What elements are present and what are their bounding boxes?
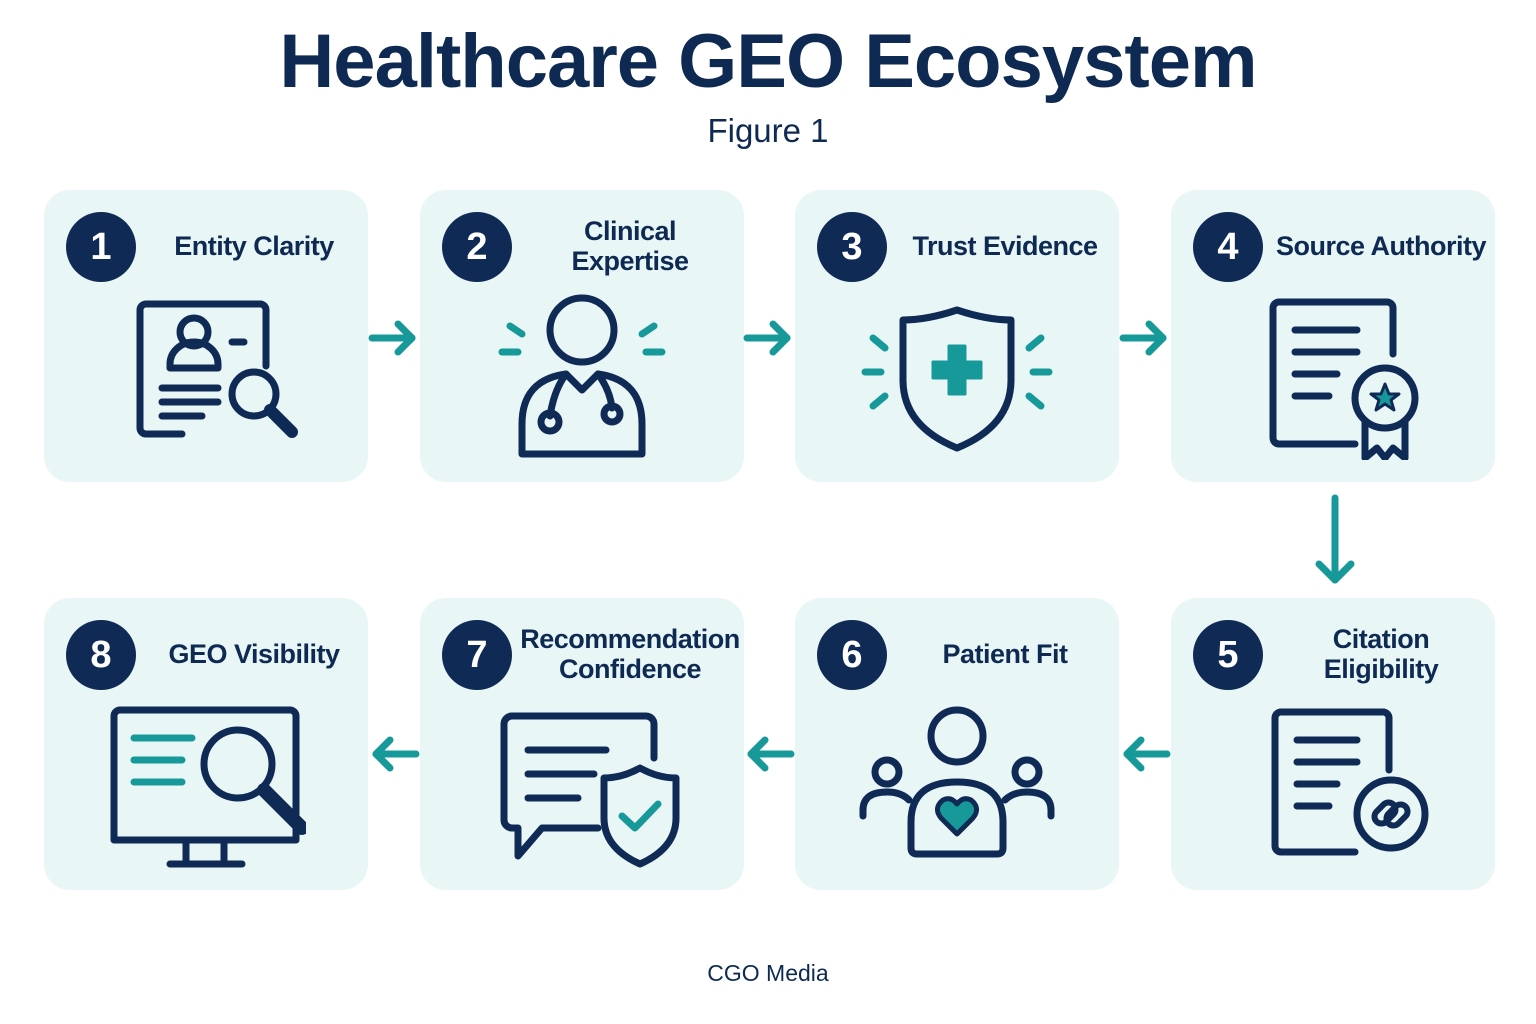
step-number-badge: 2 [442,212,512,282]
step-card-patient-fit: 6 Patient Fit [795,598,1119,890]
step-card-source-authority: 4 Source Authority [1171,190,1495,482]
step-label: Source Authority [1275,231,1487,262]
step-number-badge: 7 [442,620,512,690]
arrow-left-icon [1123,736,1171,772]
step-label: Entity Clarity [174,231,334,262]
profile-search-icon [136,300,298,438]
step-label: Recommendation Confidence [520,624,740,684]
monitor-search-icon [110,706,306,868]
arrow-right-icon [368,320,416,356]
step-card-geo-visibility: 8 GEO Visibility [44,598,368,890]
figure-caption: Figure 1 [707,112,829,149]
arrow-left-icon [747,736,795,772]
chat-shield-check-icon [500,712,680,868]
step-label: Citation Eligibility [1323,624,1439,684]
shield-cross-icon [861,306,1053,452]
step-card-trust-evidence: 3 Trust Evidence [795,190,1119,482]
doctor-stethoscope-icon [498,294,666,458]
arrow-down-icon [1315,494,1355,584]
step-number-badge: 1 [66,212,136,282]
certificate-badge-icon [1269,298,1419,460]
footer-credit: CGO Media [707,960,829,986]
step-card-recommendation-confidence: 7 Recommendation Confidence [420,598,744,890]
arrow-right-icon [743,320,791,356]
step-card-citation-eligibility: 5 Citation Eligibility [1171,598,1495,890]
step-number-badge: 4 [1193,212,1263,282]
arrow-right-icon [1119,320,1167,356]
document-link-icon [1271,708,1429,856]
step-label: Patient Fit [942,639,1068,670]
patient-group-heart-icon [859,706,1055,858]
step-number-badge: 5 [1193,620,1263,690]
step-label: Trust Evidence [912,231,1098,262]
step-card-entity-clarity: 1 Entity Clarity [44,190,368,482]
arrow-left-icon [372,736,420,772]
step-number-badge: 8 [66,620,136,690]
step-card-clinical-expertise: 2 Clinical Expertise [420,190,744,482]
step-label: Clinical Expertise [571,216,689,276]
page-title: Healthcare GEO Ecosystem [279,19,1257,104]
step-number-badge: 6 [817,620,887,690]
step-label: GEO Visibility [168,639,340,670]
step-number-badge: 3 [817,212,887,282]
